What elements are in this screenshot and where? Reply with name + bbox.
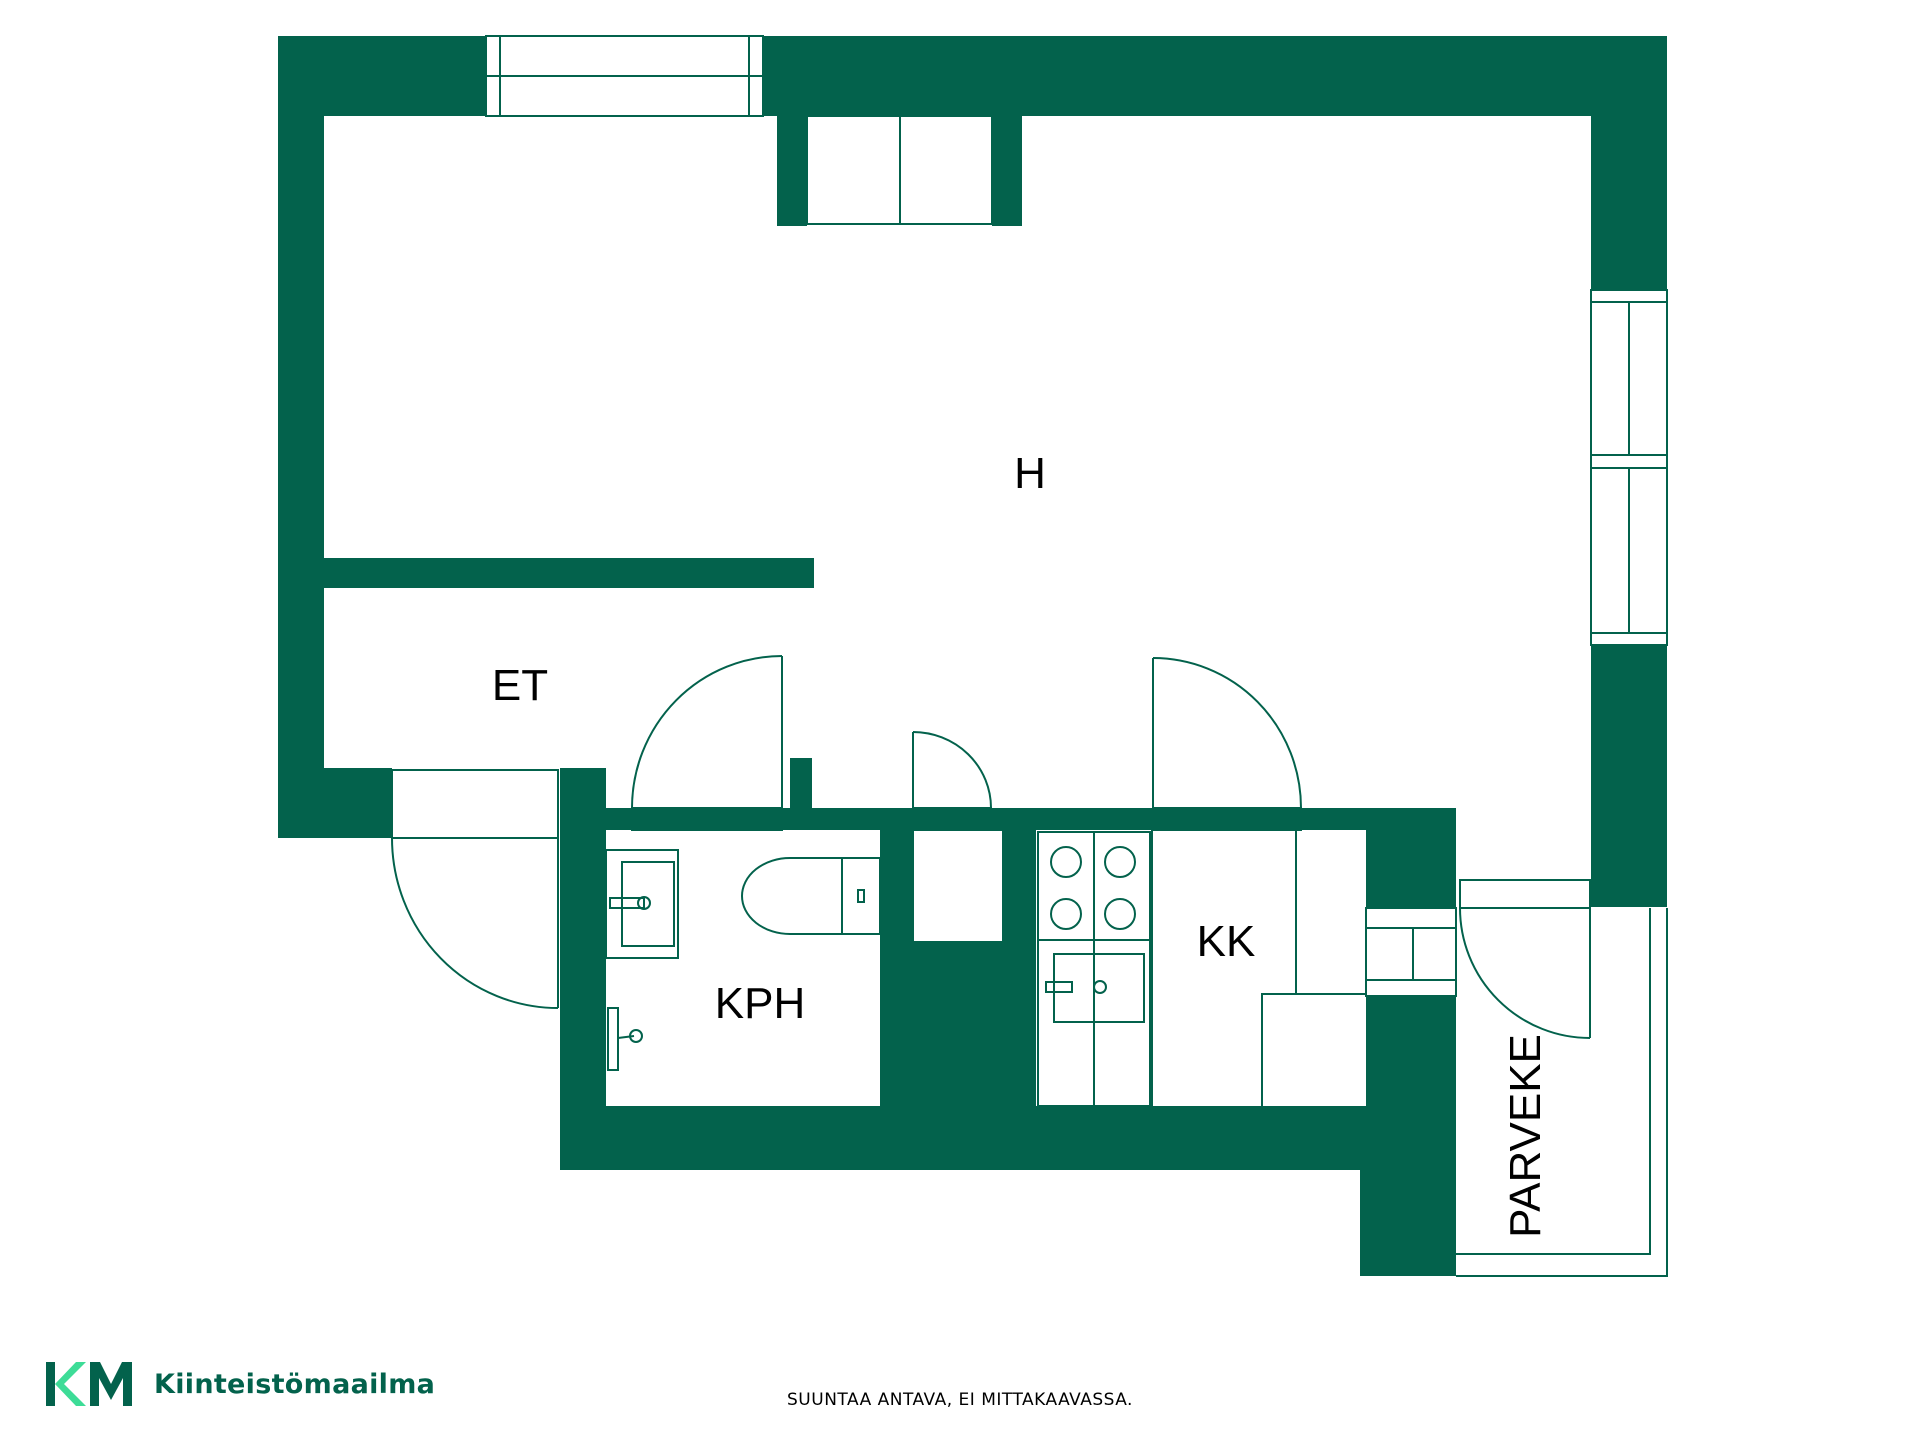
kk-door — [1152, 657, 1302, 831]
room-label-kk: KK — [1197, 917, 1256, 966]
room-label-parveke: PARVEKE — [1501, 1034, 1550, 1238]
fridge — [1261, 830, 1366, 1106]
shower — [607, 1007, 643, 1071]
kk-fill — [1036, 830, 1366, 1106]
wall-stub — [790, 758, 812, 808]
closet-door — [912, 731, 1004, 943]
balcony — [1456, 908, 1668, 1277]
wall-entrance-right — [560, 768, 606, 1170]
wall-partition-et — [324, 558, 814, 588]
wall-right-upper — [1591, 36, 1667, 290]
wall-niche-right — [992, 116, 1022, 226]
entrance-door — [391, 769, 559, 1009]
wardrobe — [806, 115, 993, 225]
stove — [1050, 846, 1136, 930]
kitchen-sink — [1045, 953, 1145, 1023]
room-label-kph: KPH — [715, 979, 805, 1028]
kph-fill — [606, 830, 880, 1106]
wall-kk-right — [1366, 808, 1456, 908]
brand-name: Kiinteistömaailma — [154, 1368, 436, 1400]
window-right — [1590, 289, 1668, 646]
kph-door — [631, 655, 783, 831]
km-logo-icon — [46, 1362, 132, 1406]
washbasin — [605, 849, 679, 959]
wall-left — [278, 36, 324, 838]
walls — [278, 36, 1667, 1276]
toilet — [741, 857, 881, 935]
kitchen-counter — [1037, 830, 1153, 1107]
brand: Kiinteistömaailma — [46, 1362, 435, 1406]
wall-entrance-left — [278, 768, 392, 838]
wall-bottom-step — [1360, 1106, 1456, 1276]
wall-niche-left — [777, 116, 807, 226]
window-top — [485, 35, 764, 117]
window-kk — [1365, 907, 1457, 997]
fixtures — [391, 35, 1668, 1277]
closet-fill — [913, 830, 1003, 942]
room-label-et: ET — [492, 661, 548, 710]
room-label-h: H — [1014, 449, 1046, 498]
wall-bottom — [560, 1106, 1456, 1170]
wall-right-lower — [1591, 645, 1667, 907]
room-fills — [606, 830, 1366, 1106]
wall-top-right — [763, 36, 1667, 116]
disclaimer: SUUNTAA ANTAVA, EI MITTAKAAVASSA. — [787, 1390, 1133, 1410]
balcony-door — [1459, 879, 1591, 1039]
